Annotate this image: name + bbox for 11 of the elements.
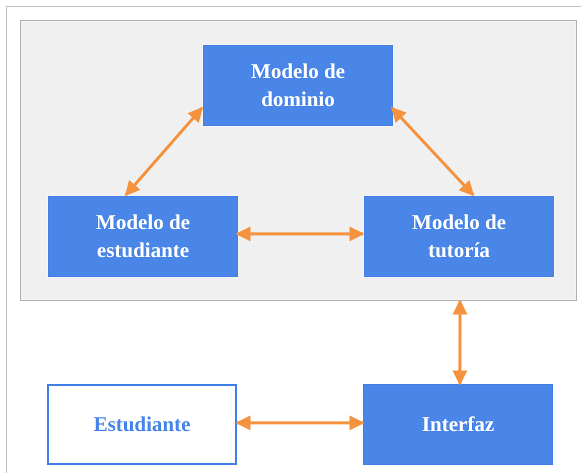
process-box: Modelo de dominio bbox=[203, 45, 393, 126]
process-box: Modelo de tutoría bbox=[364, 196, 554, 277]
process-box: Interfaz bbox=[363, 384, 553, 465]
double-arrow bbox=[452, 300, 468, 386]
double-arrow bbox=[236, 415, 364, 430]
panel-background bbox=[20, 20, 577, 301]
double-arrow bbox=[390, 106, 474, 196]
double-arrow bbox=[124, 106, 204, 196]
process-box: Estudiante bbox=[47, 384, 237, 465]
process-box: Modelo de estudiante bbox=[48, 196, 238, 277]
double-arrow bbox=[236, 226, 364, 242]
